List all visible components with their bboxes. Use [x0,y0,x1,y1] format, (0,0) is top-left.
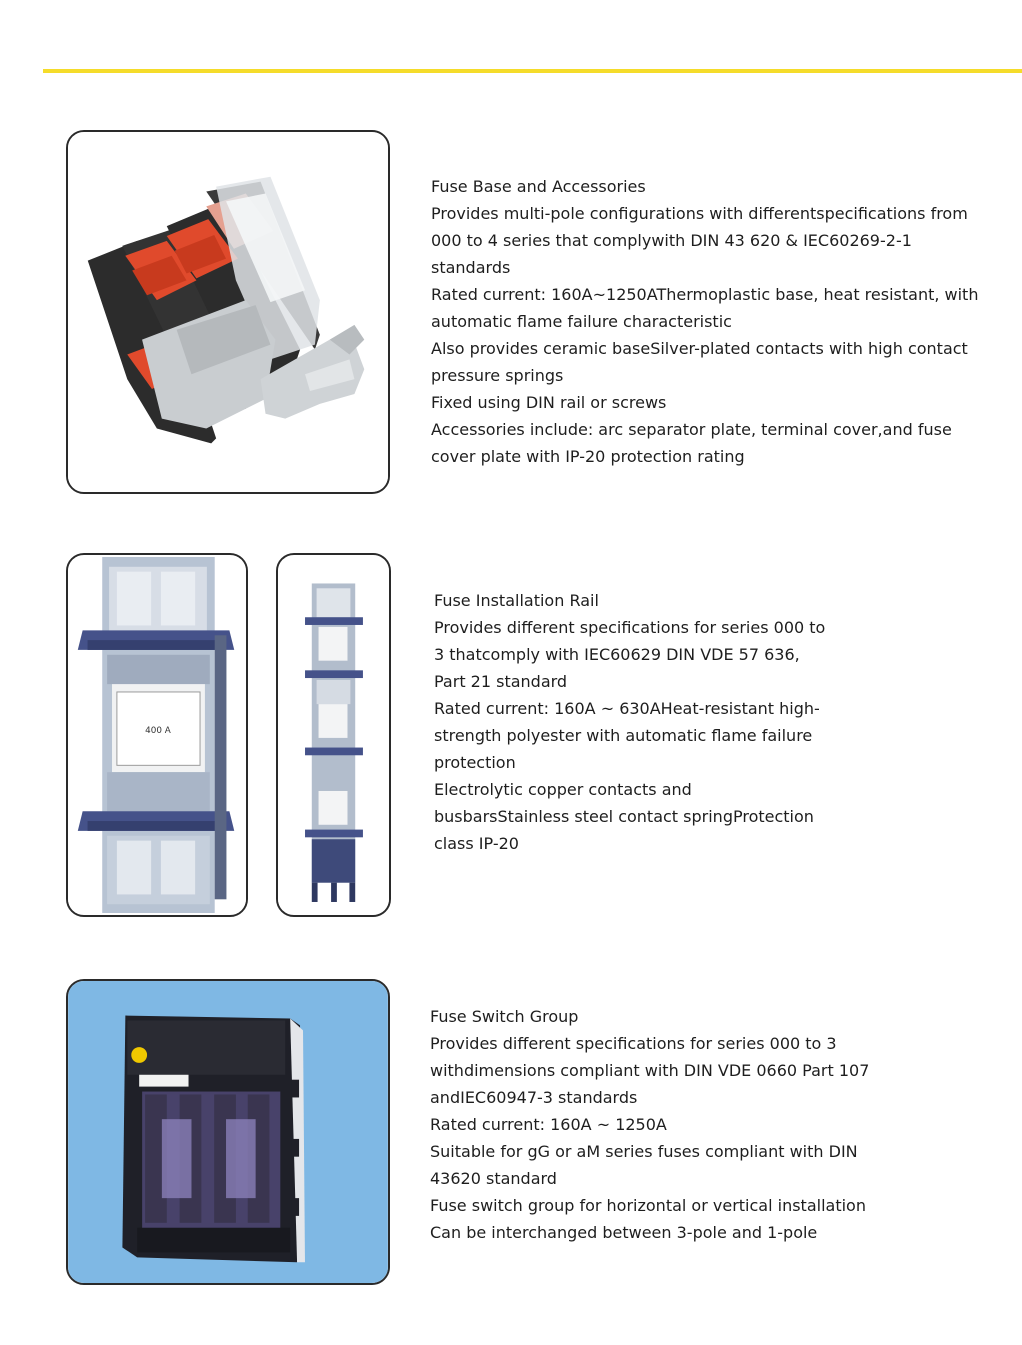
spec-line: Electrolytic copper contacts and busbars… [434,780,814,853]
fuse-switch-description: Fuse Switch Group Provides different spe… [430,1003,905,1246]
spec-line: Fuse switch group for horizontal or vert… [430,1196,866,1215]
spec-line: Provides multi-pole configurations with … [431,204,968,277]
section-title: Fuse Switch Group [430,1007,579,1026]
spec-line: Suitable for gG or aM series fuses compl… [430,1142,858,1188]
section-title: Fuse Base and Accessories [431,177,646,196]
spec-line: Provides different specifications for se… [430,1034,870,1107]
fuse-switch-photo [68,981,388,1283]
fuse-rail-closeup-photo: 400 A [68,557,246,913]
top-accent-rule [43,69,1022,73]
spec-line: Fixed using DIN rail or screws [431,393,667,412]
spec-line: Rated current: 160A ~ 630AHeat-resistant… [434,699,820,772]
fuse-rating-label: 400 A [145,726,171,736]
spec-line: Provides different specifications for se… [434,618,826,691]
fuse-rail-full-frame [276,553,391,917]
fuse-rail-description: Fuse Installation Rail Provides differen… [434,587,829,857]
section-title: Fuse Installation Rail [434,591,599,610]
spec-line: Accessories include: arc separator plate… [431,420,952,466]
fuse-rail-closeup-frame: 400 A [66,553,248,917]
spec-line: Can be interchanged between 3-pole and 1… [430,1223,818,1242]
fuse-base-description: Fuse Base and Accessories Provides multi… [431,173,991,470]
fuse-rail-full-photo [278,559,389,911]
fuse-base-photo-frame [66,130,390,494]
fuse-base-photo [68,132,388,492]
spec-line: Rated current: 160A~1250AThermoplastic b… [431,285,979,331]
spec-line: Also provides ceramic baseSilver-plated … [431,339,968,385]
fuse-switch-photo-frame [66,979,390,1285]
spec-line: Rated current: 160A ~ 1250A [430,1115,667,1134]
